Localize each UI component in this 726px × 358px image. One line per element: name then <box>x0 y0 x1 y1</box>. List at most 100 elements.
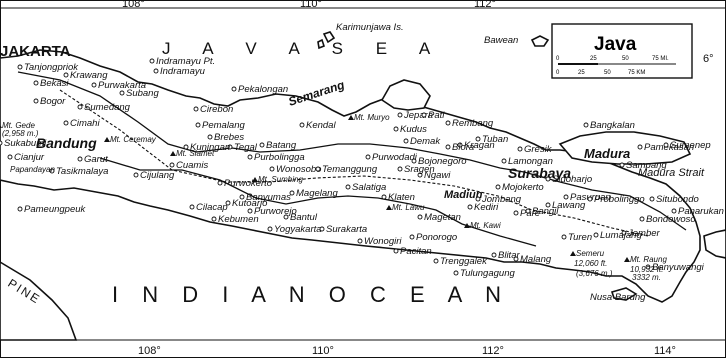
mountain-label: Mt. Raung <box>630 255 667 264</box>
city-marker <box>517 146 523 152</box>
city-marker <box>421 112 427 118</box>
scale-km-0: 0 <box>556 70 560 76</box>
city-marker <box>211 216 217 222</box>
city-label: Bangil <box>532 206 559 217</box>
city-label: Klaten <box>388 192 415 203</box>
legend-title: Java <box>594 34 637 55</box>
city-marker <box>417 172 423 178</box>
city-marker <box>433 258 439 264</box>
bawean-island <box>530 35 550 47</box>
mountain-label: Mt. Slamet <box>176 149 215 158</box>
city-marker <box>207 134 213 140</box>
city-marker <box>475 196 481 202</box>
city-marker <box>259 142 265 148</box>
city-label: Bantul <box>290 212 318 223</box>
city-label: Surakarta <box>326 224 367 235</box>
city-label: Ngawi <box>424 170 451 181</box>
madura-label: Madura <box>584 146 630 161</box>
city-marker <box>189 204 195 210</box>
mountain-label: Mt. Gede <box>2 121 35 130</box>
city-label: Cilacap <box>196 202 228 213</box>
city-label: Purwokerto <box>224 178 272 189</box>
city-marker <box>525 208 531 214</box>
city-marker <box>475 136 481 142</box>
mountain-label: 12,060 ft. <box>574 259 607 268</box>
coord-right-6: 6° <box>703 53 714 65</box>
city-label: Bojonegoro <box>418 156 467 167</box>
city-marker <box>153 68 159 74</box>
city-marker <box>619 162 625 168</box>
city-marker <box>63 72 69 78</box>
city-marker <box>77 104 83 110</box>
city-label: Ponorogo <box>416 232 457 243</box>
city-marker <box>231 86 237 92</box>
city-label: Pameungpeuk <box>24 204 87 215</box>
city-marker <box>319 226 325 232</box>
city-label: Probolinggo <box>594 194 645 205</box>
city-label: Turen <box>568 232 592 243</box>
city-label: Blitar <box>498 250 520 261</box>
legend-box <box>551 23 693 79</box>
city-marker <box>225 200 231 206</box>
scale-km-25: 25 <box>578 70 585 76</box>
city-marker <box>49 168 55 174</box>
scale-mi-25: 25 <box>590 56 597 62</box>
city-label: Pekalongan <box>238 84 288 95</box>
city-marker <box>315 166 321 172</box>
city-label: Wonosobo <box>276 164 321 175</box>
mountain-label: Mt. Lawu <box>392 203 425 212</box>
city-label: Kudus <box>400 124 427 135</box>
city-labels: TanjongpriokBekasiKrawangPurwakartaSuban… <box>0 56 724 279</box>
mountain-icon <box>104 137 110 142</box>
nusa-barung-label: Nusa Barung <box>590 292 646 303</box>
mountain-label: 3332 m. <box>632 273 661 282</box>
city-madiun: Madiun <box>444 189 483 201</box>
city-marker <box>247 208 253 214</box>
city-label: Sragen <box>404 164 435 175</box>
city-label: Kutoarjo <box>232 198 267 209</box>
city-marker <box>119 90 125 96</box>
city-label: Cimahi <box>70 118 100 129</box>
city-marker <box>217 180 223 186</box>
city-label: Purworejo <box>254 206 297 217</box>
muria-peninsula <box>380 79 431 111</box>
city-label: Wonogiri <box>364 236 402 247</box>
city-label: Kebumen <box>218 214 259 225</box>
mountain-label: Mt. Kawi <box>470 221 501 230</box>
city-label: Purbolingga <box>254 152 305 163</box>
mountain-icon <box>386 205 392 210</box>
city-marker <box>593 232 599 238</box>
coord-top-112: 112° <box>474 0 496 10</box>
mountain-icon <box>570 251 576 256</box>
city-marker <box>149 58 155 64</box>
city-label: Bondowoso <box>646 214 696 225</box>
city-marker <box>299 122 305 128</box>
city-label: Bogor <box>40 96 66 107</box>
city-marker <box>467 204 473 210</box>
city-marker <box>445 144 451 150</box>
coord-top-108: 108° <box>122 0 145 10</box>
city-marker <box>227 144 233 150</box>
city-label: Magetan <box>424 212 461 223</box>
city-marker <box>637 144 643 150</box>
city-bandung: Bandung <box>36 135 97 151</box>
coord-bottom-114: 114° <box>654 345 676 357</box>
city-label: Sidoharjo <box>552 174 592 185</box>
city-marker <box>381 194 387 200</box>
city-marker <box>513 256 519 262</box>
city-label: Sampang <box>626 160 667 171</box>
coord-bottom-112: 112° <box>482 345 504 357</box>
city-marker <box>563 194 569 200</box>
city-label: Jepara <box>403 110 433 121</box>
city-label: Yogyakarta <box>274 224 322 235</box>
city-label: Brebes <box>214 132 244 143</box>
mountain-icon <box>624 257 630 262</box>
city-label: Cijulang <box>140 170 175 181</box>
city-marker <box>345 184 351 190</box>
city-label: Gresik <box>524 144 553 155</box>
city-marker <box>17 64 23 70</box>
city-marker <box>365 154 371 160</box>
city-label: Indramayu Pt. <box>156 56 215 67</box>
city-label: Tulungagung <box>460 268 515 279</box>
